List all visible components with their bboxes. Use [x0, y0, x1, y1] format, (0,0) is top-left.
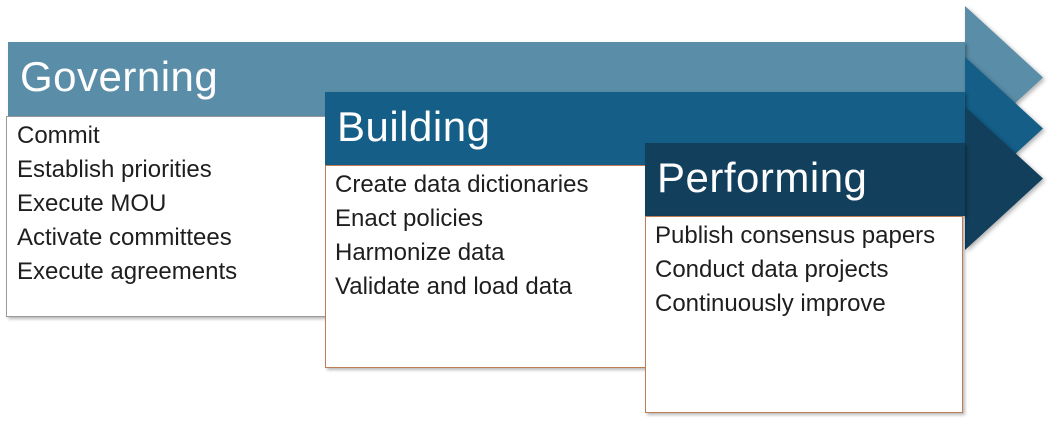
stage-item: Activate committees: [17, 224, 232, 251]
stage-item: Commit: [17, 122, 100, 149]
stage-item: Execute MOU: [17, 190, 167, 217]
stage-item: Execute agreements: [17, 258, 238, 285]
stage-item: Continuously improve: [655, 290, 886, 317]
stage-item: Enact policies: [335, 205, 484, 232]
governing-title: Governing: [20, 53, 219, 100]
stage-item: Conduct data projects: [655, 256, 889, 283]
stage-item: Harmonize data: [335, 239, 505, 266]
stage-item: Publish consensus papers: [655, 222, 936, 249]
stage-item: Validate and load data: [335, 273, 573, 300]
stage-item: Create data dictionaries: [335, 171, 589, 198]
building-title: Building: [337, 102, 491, 150]
performing-title: Performing: [657, 153, 868, 201]
performing-band: Performing: [645, 143, 965, 216]
stage-item: Establish priorities: [17, 156, 212, 183]
performing-arrowhead-icon: [965, 107, 1043, 250]
